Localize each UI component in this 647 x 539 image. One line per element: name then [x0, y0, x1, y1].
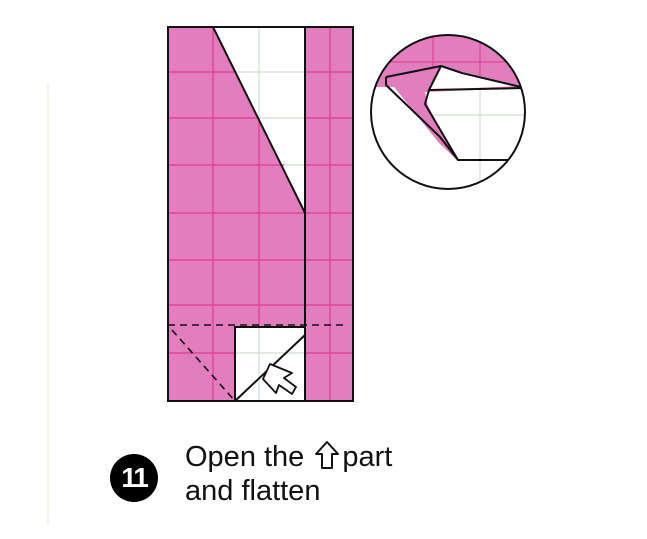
push-arrow-icon — [262, 363, 297, 395]
step-number-badge: 11 — [110, 454, 158, 502]
main-paper-model — [167, 26, 354, 402]
instruction-line-2: and flatten — [185, 475, 321, 507]
instruction-line-1: Open the part — [185, 440, 392, 474]
instruction-text-after-icon: part — [342, 441, 393, 473]
pink-grid — [168, 27, 353, 401]
detail-zoom-icon — [370, 34, 526, 190]
instruction-text-before-icon: Open the — [185, 441, 305, 473]
paper-outlines — [167, 26, 354, 402]
fold-dashed-lines — [168, 324, 345, 402]
white-grid — [235, 27, 305, 401]
step-instruction: Open the part and flatten — [185, 440, 392, 508]
up-arrow-icon — [315, 441, 340, 469]
